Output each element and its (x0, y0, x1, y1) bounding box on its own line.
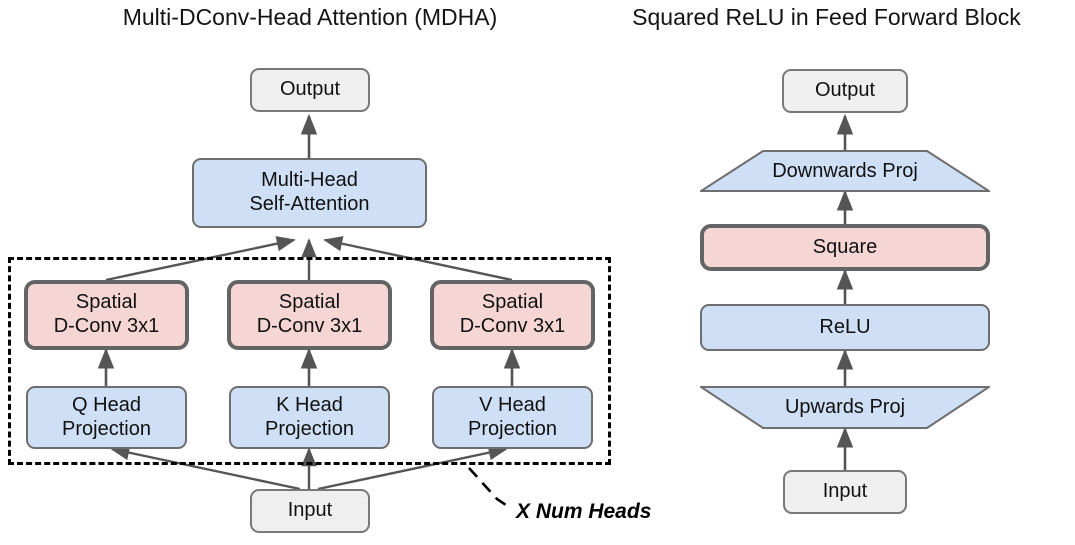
node-input-mdha[interactable]: Input (250, 489, 370, 533)
node-label: V Head Projection (468, 394, 557, 441)
node-output-mdha[interactable]: Output (250, 68, 370, 112)
node-label: Q Head Projection (62, 394, 151, 441)
node-label: Spatial D-Conv 3x1 (460, 291, 566, 338)
node-spatial-dconv-v[interactable]: Spatial D-Conv 3x1 (430, 280, 595, 350)
node-spatial-dconv-q[interactable]: Spatial D-Conv 3x1 (24, 280, 189, 350)
node-label-line2: D-Conv 3x1 (459, 315, 566, 337)
panel-title-mdha: Multi-DConv-Head Attention (MDHA) (122, 4, 498, 30)
node-output-ffn[interactable]: Output (782, 69, 908, 113)
node-label-line1: Multi-Head (261, 169, 358, 192)
node-label-line2: D-Conv 3x1 (53, 315, 160, 337)
node-relu[interactable]: ReLU (700, 304, 990, 351)
node-upwards-proj[interactable]: Upwards Proj (700, 386, 990, 429)
node-label-line1: V Head (479, 393, 546, 416)
node-label-line1: Spatial (75, 291, 138, 314)
node-label-line2: D-Conv 3x1 (256, 315, 363, 337)
node-k-head-projection[interactable]: K Head Projection (229, 386, 390, 449)
node-label: Input (287, 499, 333, 522)
node-label: Output (814, 79, 876, 102)
node-q-head-projection[interactable]: Q Head Projection (26, 386, 187, 449)
node-label: Upwards Proj (784, 396, 906, 418)
node-label-line1: Spatial (481, 291, 544, 314)
node-label-line1: Q Head (72, 393, 141, 416)
node-label: K Head Projection (265, 394, 354, 441)
node-spatial-dconv-k[interactable]: Spatial D-Conv 3x1 (227, 280, 392, 350)
node-label-line2: Projection (265, 417, 354, 440)
node-label: ReLU (819, 315, 871, 338)
node-label: Square (812, 235, 878, 258)
num-heads-group-boundary (8, 257, 611, 465)
callout-leader-num-heads (468, 467, 513, 511)
node-label: Downwards Proj (772, 159, 918, 182)
node-label-line2: Projection (468, 417, 557, 440)
inverted-trapezoid-shape (700, 386, 990, 429)
node-label-line1: K Head (276, 393, 343, 416)
annotation-num-heads: X Num Heads (516, 500, 652, 523)
node-label-line1: Spatial (278, 291, 341, 314)
node-label-line2: Projection (62, 417, 151, 440)
node-label: Output (279, 78, 341, 101)
node-input-ffn[interactable]: Input (783, 470, 907, 514)
trapezoid-shape (700, 150, 990, 192)
node-label: Spatial D-Conv 3x1 (54, 291, 160, 338)
node-label: Spatial D-Conv 3x1 (257, 291, 363, 338)
panel-title-squared-relu: Squared ReLU in Feed Forward Block (632, 4, 1021, 30)
node-label-line2: Self-Attention (249, 193, 370, 215)
node-label: Input (822, 480, 868, 503)
node-v-head-projection[interactable]: V Head Projection (432, 386, 593, 449)
node-downwards-proj[interactable]: Downwards Proj (700, 150, 990, 192)
node-label: Multi-Head Self-Attention (249, 169, 369, 216)
node-multi-head-self-attention[interactable]: Multi-Head Self-Attention (192, 158, 427, 228)
node-square[interactable]: Square (700, 224, 990, 271)
